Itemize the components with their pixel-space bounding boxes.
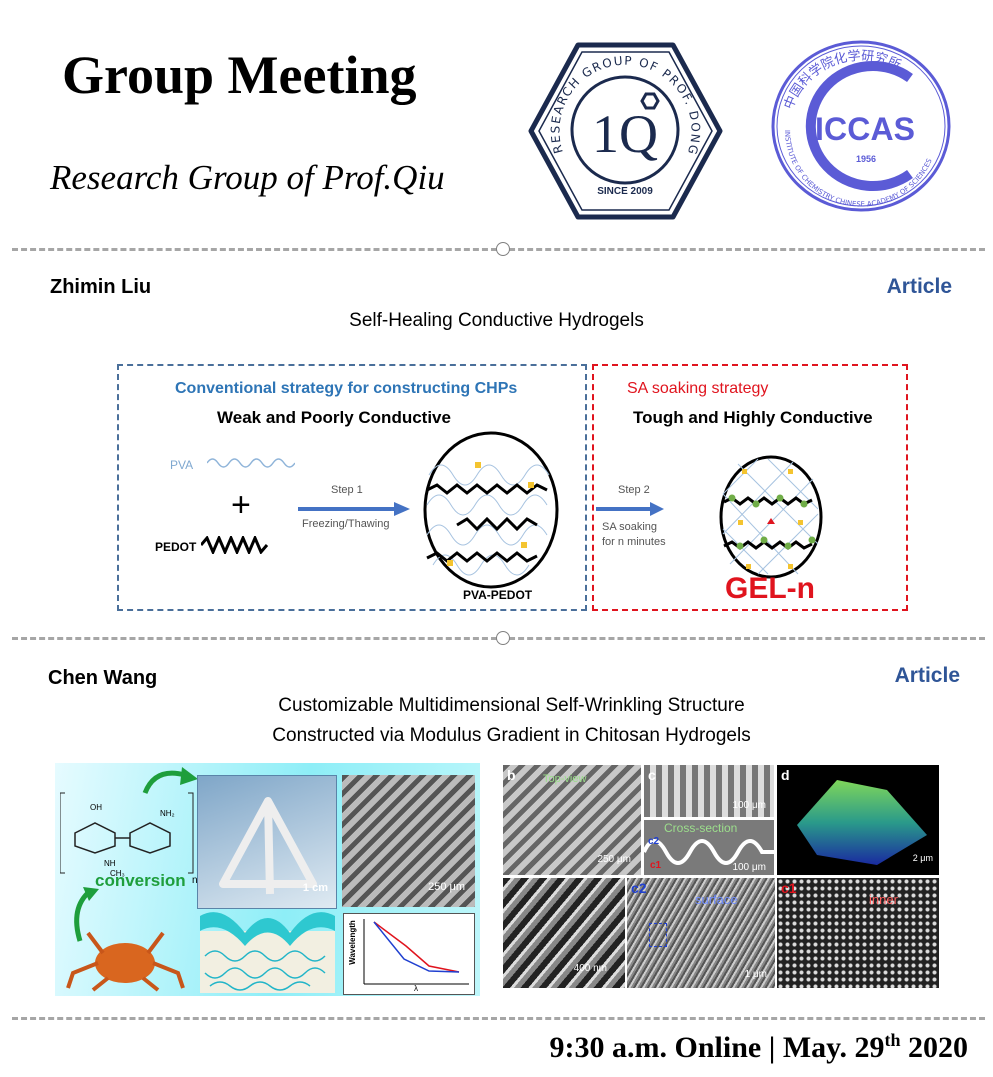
conventional-heading: Conventional strategy for constructing C… (175, 380, 518, 397)
meeting-time: 9:30 a.m. Online | May. 29th 2020 (550, 1030, 968, 1065)
pva-pedot-network (423, 431, 559, 589)
pva-pedot-label: PVA-PEDOT (463, 588, 533, 602)
cross-section-label: Cross-section (664, 821, 738, 835)
divider-knob (496, 242, 510, 256)
scale-label: 100 μm (732, 800, 766, 811)
conversion-label: conversion (95, 871, 186, 890)
sem-figure: b Top-view 250 μm c 100 μm Cross-section… (503, 765, 939, 988)
article-tag: Article (886, 275, 952, 298)
strategy-figure: Conventional strategy for constructing C… (115, 362, 910, 612)
svg-text:1Q: 1Q (592, 104, 658, 164)
scale-label: 250 μm (597, 854, 631, 865)
panel-label: d (781, 767, 790, 783)
plus-sign: + (231, 486, 251, 524)
page-title: Group Meeting (62, 45, 417, 105)
scale-label: 1 cm (302, 882, 328, 894)
svg-text:1956: 1956 (856, 154, 876, 164)
gel-n-label: GEL-n (725, 572, 815, 605)
pedot-label: PEDOT (155, 540, 197, 554)
scale-label: 1 μm (744, 969, 767, 980)
svg-text:SINCE 2009: SINCE 2009 (597, 186, 653, 197)
step2-desc: for n minutes (602, 536, 666, 548)
svg-text:OH: OH (90, 803, 102, 812)
step1-label: Step 1 (331, 484, 363, 496)
scale-label: 100 μm (732, 862, 766, 873)
svg-text:CH₃: CH₃ (110, 869, 125, 878)
conventional-subheading: Weak and Poorly Conductive (217, 408, 451, 427)
y-axis-label: Wavelength (347, 920, 357, 965)
c2-label: c2 (631, 880, 647, 896)
scale-label: 400 nm (573, 963, 607, 974)
step2-desc: SA soaking (602, 521, 658, 533)
svg-text:NH: NH (104, 859, 116, 868)
svg-text:中国科学院化学研究所: 中国科学院化学研究所 (782, 48, 904, 112)
wavelength-chart: Wavelength λ (343, 913, 475, 995)
step1-desc: Freezing/Thawing (302, 518, 390, 530)
divider-knob (496, 631, 510, 645)
group-logo: RESEARCH GROUP OF PROF. DONG QIU SINCE 2… (523, 31, 723, 220)
surface-label: surface (695, 892, 738, 907)
svg-text:NH₂: NH₂ (160, 809, 175, 818)
talk-title: Customizable Multidimensional Self-Wrink… (15, 691, 993, 751)
meeting-time-text: 9:30 a.m. Online | May. 29 (549, 1031, 885, 1064)
wrinkle-sem-image: 250 μm (342, 775, 475, 907)
step2-label: Step 2 (618, 484, 650, 496)
svg-text:ICCAS: ICCAS (815, 111, 915, 147)
gel-network (719, 455, 823, 579)
scale-label: 250 μm (428, 881, 465, 893)
sa-subheading: Tough and Highly Conductive (633, 408, 873, 427)
scale-label: 2 μm (912, 853, 933, 863)
x-axis-label: λ (414, 984, 418, 993)
article-tag: Article (894, 664, 960, 687)
sa-heading: SA soaking strategy (627, 380, 769, 397)
inner-label: inner (869, 892, 898, 907)
crab-image (66, 931, 185, 992)
presenter-name: Zhimin Liu (50, 276, 152, 298)
panel-label: b (507, 767, 516, 783)
top-view-label: Top-view (543, 773, 587, 785)
date-suffix: th (884, 1030, 901, 1050)
pva-label: PVA (170, 458, 194, 472)
talk-title-line: Customizable Multidimensional Self-Wrink… (278, 695, 745, 716)
presenter-name: Chen Wang (48, 667, 158, 689)
panel-label: c (648, 767, 656, 783)
scaffold-photo: 1 cm (197, 775, 337, 909)
talk-title: Self-Healing Conductive Hydrogels (349, 310, 644, 331)
meeting-year: 2020 (900, 1031, 968, 1064)
wrinkle-schematic (200, 912, 335, 993)
c1-label: c1 (781, 880, 797, 896)
section-divider (12, 1017, 985, 1020)
page-subtitle: Research Group of Prof.Qiu (50, 158, 445, 197)
iccas-logo: ICCAS 1956 中国科学院化学研究所 INSTITUTE OF CHEMI… (770, 40, 952, 212)
talk-title-line: Constructed via Modulus Gradient in Chit… (272, 725, 751, 746)
c1-label: c1 (650, 860, 662, 871)
subscript-n: n (192, 875, 198, 886)
c2-label: c2 (648, 836, 660, 847)
